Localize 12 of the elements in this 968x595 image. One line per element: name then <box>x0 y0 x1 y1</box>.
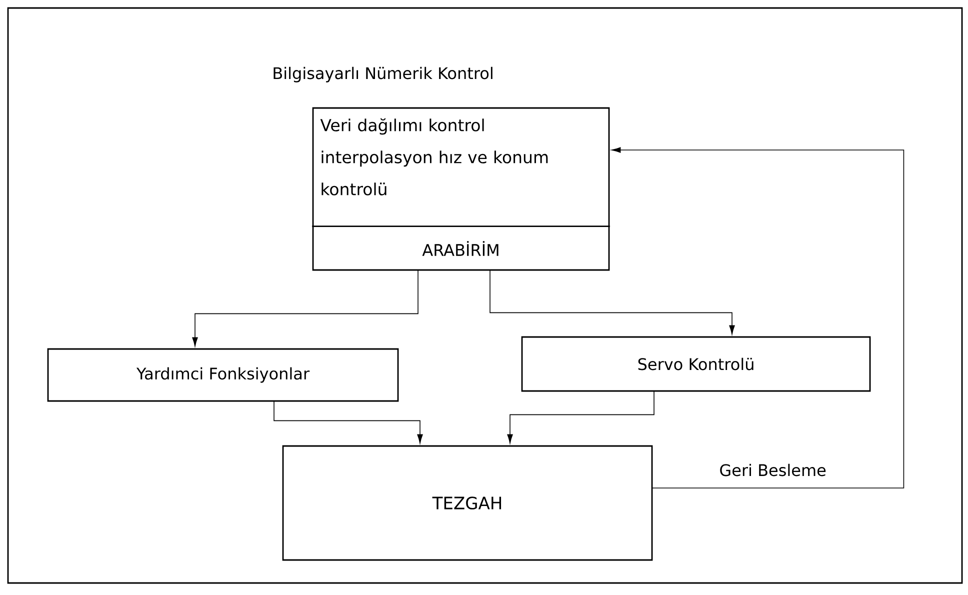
box-text: Veri dağılımı kontrol interpolasyon hız ve konum kontrolü <box>320 118 548 196</box>
heading: Bilgisayarlı Nümerik Kontrol <box>274 66 492 82</box>
function-box: Yardımci Fonksiyonlar <box>47 348 399 402</box>
arrow <box>192 270 418 346</box>
machine-box: TEZGAH <box>282 445 653 561</box>
arrow <box>274 401 423 444</box>
arrow <box>490 270 735 334</box>
arrow <box>612 147 904 488</box>
edge-label: Geri Besleme <box>718 462 828 478</box>
arrow <box>507 391 654 444</box>
interface-band: ARABİRİM <box>312 226 610 256</box>
function-box: Servo Kontrolü <box>521 336 871 392</box>
